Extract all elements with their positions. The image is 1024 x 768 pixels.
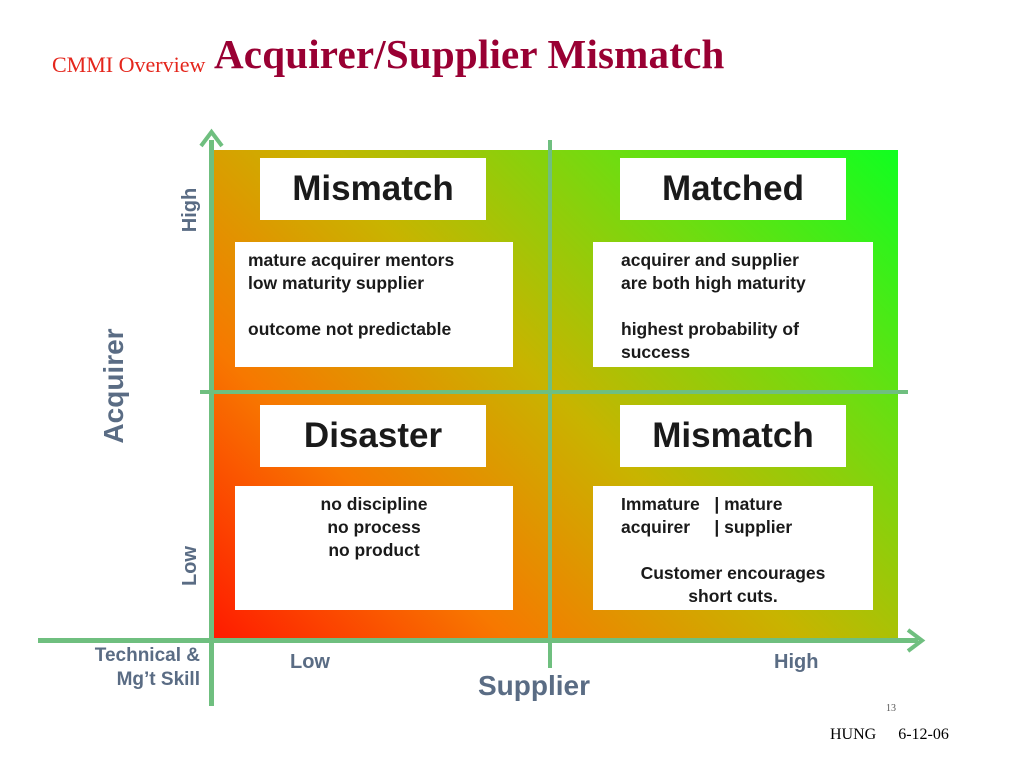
x-axis-corner-label-line-2: Mg’t Skill xyxy=(116,669,200,690)
footer-author: HUNG xyxy=(830,726,877,743)
y-axis-low-label: Low xyxy=(179,546,201,586)
section-label: CMMI Overview xyxy=(52,52,206,77)
slide-title: Acquirer/Supplier Mismatch xyxy=(214,31,725,77)
quadrant-top-left-heading: Mismatch xyxy=(260,158,486,220)
quadrant-bottom-right-heading: Mismatch xyxy=(620,405,846,467)
quadrant-top-right-line-2: are both high maturity xyxy=(621,273,806,293)
quadrant-top-left-line-3: outcome not predictable xyxy=(248,319,452,339)
quadrant-top-left-text: mature acquirer mentors low maturity sup… xyxy=(235,242,513,367)
x-axis-label: Supplier xyxy=(478,670,591,701)
y-axis-arrow-icon xyxy=(199,128,224,148)
quadrant-top-right-heading: Matched xyxy=(620,158,846,220)
quadrant-bottom-left-line-2: no process xyxy=(327,517,421,537)
x-axis-corner-label: Technical & Mg’t Skill xyxy=(38,644,200,692)
y-axis-line xyxy=(209,140,214,706)
quadrant-top-right-line-4: success xyxy=(621,342,691,362)
y-axis-high-label: High xyxy=(179,187,201,233)
quadrant-top-right-line-3: highest probability of xyxy=(621,319,799,339)
quadrant-bottom-left-text: no discipline no process no product xyxy=(235,486,513,610)
x-axis-low-label: Low xyxy=(290,651,330,673)
y-axis-label: Acquirer xyxy=(98,328,129,444)
quadrant-top-right-line-1: acquirer and supplier xyxy=(621,250,799,270)
x-axis-corner-label-line-1: Technical & xyxy=(94,645,200,666)
quadrant-top-right-text: acquirer and supplier are both high matu… xyxy=(593,242,873,367)
x-axis-line xyxy=(38,638,918,643)
footer-date: 6-12-06 xyxy=(898,726,949,743)
quadrant-bottom-right-line-3: Customer encourages xyxy=(640,563,826,583)
quadrant-bottom-left-heading: Disaster xyxy=(260,405,486,467)
vertical-divider xyxy=(548,140,552,668)
quadrant-bottom-right-line-2: acquirer | supplier xyxy=(621,517,793,537)
footer: HUNG 6-12-06 xyxy=(830,726,949,744)
x-axis-high-label: High xyxy=(774,651,819,673)
x-axis-arrow-icon xyxy=(906,628,926,653)
quadrant-top-left-line-2: low maturity supplier xyxy=(248,273,424,293)
quadrant-bottom-left-line-3: no product xyxy=(328,540,420,560)
quadrant-top-left-line-1: mature acquirer mentors xyxy=(248,250,455,270)
quadrant-bottom-right-line-1: Immature | mature xyxy=(621,494,783,514)
page-number: 13 xyxy=(886,703,896,714)
quadrant-bottom-left-line-1: no discipline xyxy=(320,494,428,514)
quadrant-bottom-right-text: Immature | mature acquirer | supplier Cu… xyxy=(593,486,873,610)
horizontal-divider xyxy=(200,390,908,394)
quadrant-bottom-right-line-4: short cuts. xyxy=(688,586,778,606)
